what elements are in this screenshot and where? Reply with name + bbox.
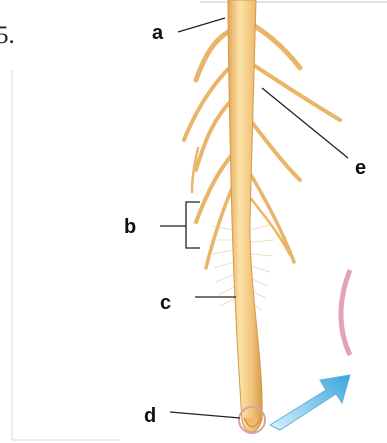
label-b: b: [124, 216, 136, 239]
leader-line-a: [178, 18, 225, 32]
taproot-shape: [228, 0, 262, 432]
bracket-b: [186, 202, 200, 248]
side-sheath-shape: [341, 270, 350, 355]
label-e: e: [355, 157, 366, 180]
question-number: 5.: [0, 22, 15, 50]
arrow-right-icon: [270, 375, 350, 430]
lateral-roots-right: [245, 20, 340, 262]
label-a: a: [152, 22, 163, 45]
leader-line-d: [170, 412, 240, 418]
label-c: c: [160, 292, 171, 315]
label-d: d: [144, 405, 156, 428]
